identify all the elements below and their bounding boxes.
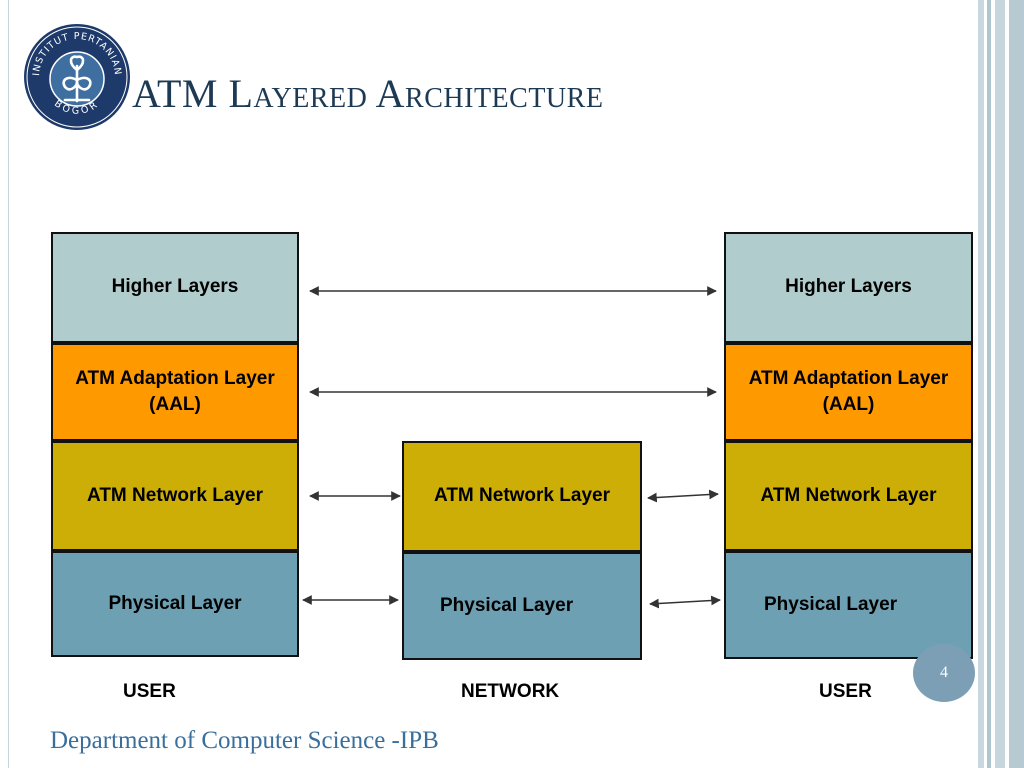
decorative-stripe: [995, 0, 1005, 768]
slide-title: ATM Layered Architecture: [132, 71, 604, 116]
network-label: NETWORK: [461, 681, 560, 702]
left-user-label: USER: [123, 681, 176, 702]
decorative-stripe: [1009, 0, 1024, 768]
left-aal-label-line1: ATM Adaptation Layer: [75, 367, 275, 389]
ipb-logo: INSTITUT PERTANIAN BOGOR: [24, 24, 130, 130]
right-physical-layer-box: Physical Layer: [724, 551, 973, 659]
right-user-label: USER: [819, 681, 872, 702]
left-higher-layers-box: Higher Layers: [51, 232, 299, 343]
left-network-layer-box: ATM Network Layer: [51, 441, 299, 551]
right-higher-layers-box: Higher Layers: [724, 232, 973, 343]
right-higher-layers-label: Higher Layers: [785, 276, 912, 298]
right-aal-label-line2: (AAL): [822, 394, 875, 415]
middle-physical-layer-label: Physical Layer: [440, 594, 574, 616]
page-number-badge: 4: [913, 644, 975, 702]
right-physical-arrow: [649, 595, 721, 609]
decorative-stripe: [978, 0, 984, 768]
middle-physical-layer-box: Physical Layer: [402, 552, 642, 660]
footer-department: Department of Computer Science -IPB: [50, 727, 439, 754]
left-aal-label-line2: (AAL): [149, 394, 201, 415]
right-network-layer-label: ATM Network Layer: [760, 484, 937, 506]
middle-network-layer-label: ATM Network Layer: [434, 485, 610, 507]
left-higher-layers-label: Higher Layers: [111, 276, 239, 298]
right-physical-layer-label: Physical Layer: [764, 593, 898, 615]
left-physical-layer-label: Physical Layer: [108, 592, 242, 614]
right-network-arrow: [647, 489, 719, 503]
left-aal-box: ATM Adaptation Layer (AAL): [51, 343, 299, 441]
middle-network-layer-box: ATM Network Layer: [402, 441, 642, 552]
decorative-stripe: [987, 0, 991, 768]
left-border-line: [8, 0, 9, 768]
left-physical-layer-box: Physical Layer: [51, 551, 299, 657]
right-aal-label-line1: ATM Adaptation Layer: [748, 367, 949, 389]
right-network-layer-box: ATM Network Layer: [724, 441, 973, 551]
right-aal-box: ATM Adaptation Layer (AAL): [724, 343, 973, 441]
left-network-layer-label: ATM Network Layer: [87, 484, 263, 506]
page-number: 4: [940, 664, 948, 681]
